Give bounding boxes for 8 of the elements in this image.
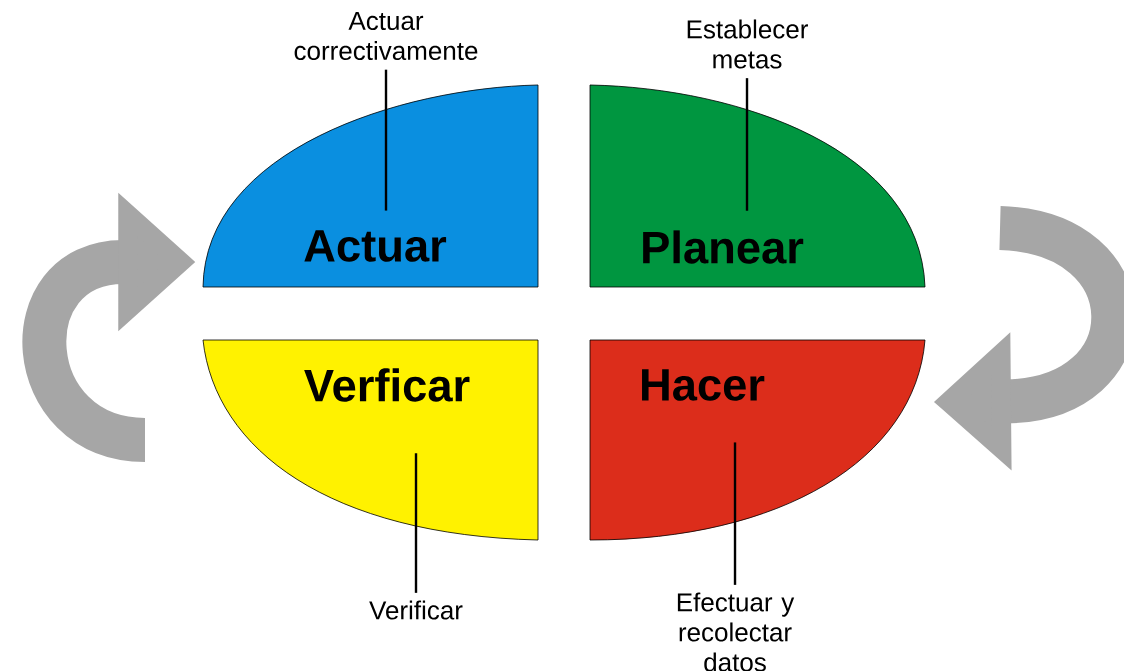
leader-line xyxy=(384,69,388,211)
leader-line xyxy=(745,78,749,211)
leader-line xyxy=(414,453,418,593)
callout-text: Efectuar y recolectar datos xyxy=(677,592,795,671)
leader-line xyxy=(733,442,737,585)
callout-text: Actuar correctivamente xyxy=(294,11,478,61)
callout-text: Verificar xyxy=(369,600,463,620)
callout-text: Establecer metas xyxy=(687,19,808,69)
